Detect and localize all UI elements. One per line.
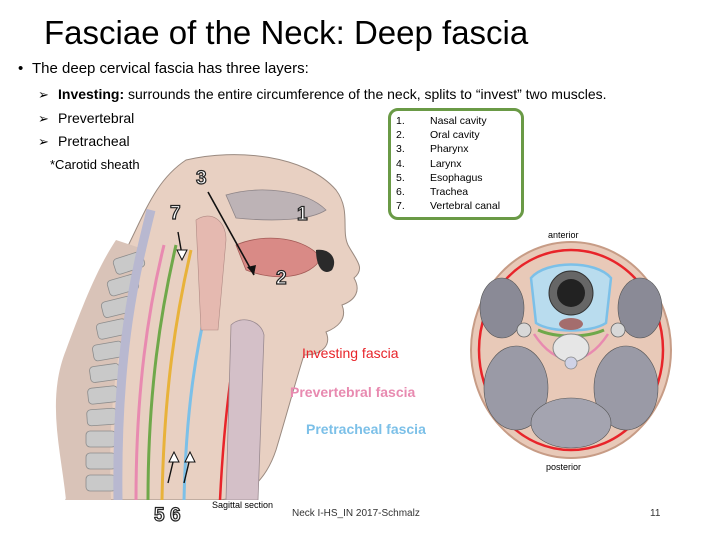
legend-item: 5.Esophagus	[396, 171, 500, 185]
bullet-dot-icon: •	[18, 60, 32, 77]
legend-item: 2.Oral cavity	[396, 128, 500, 142]
legend-item: 1.Nasal cavity	[396, 114, 500, 128]
sagittal-caption: Sagittal section	[212, 500, 273, 510]
arrow-bullet-icon: ➢	[38, 134, 58, 150]
cross-section-illustration	[466, 238, 676, 462]
marker-5: 5	[154, 505, 165, 527]
sagittal-section-illustration	[36, 150, 366, 500]
sub-item-text: Pretracheal	[58, 133, 130, 149]
footer-source: Neck I-HS_IN 2017-Schmalz	[292, 508, 420, 519]
legend-item: 7.Vertebral canal	[396, 199, 500, 213]
prevertebral-fascia-label: Prevertebral fascia	[290, 384, 415, 400]
sub-item-bold: Investing:	[58, 86, 124, 102]
posterior-label: posterior	[546, 462, 581, 472]
anterior-label: anterior	[548, 230, 579, 240]
page-number: 11	[650, 508, 660, 519]
marker-1: 1	[297, 204, 308, 226]
arrow-bullet-icon: ➢	[38, 111, 58, 127]
legend-item: 4.Larynx	[396, 157, 500, 171]
legend-item: 6.Trachea	[396, 185, 500, 199]
sub-item-text: Prevertebral	[58, 110, 134, 126]
pretracheal-fascia-label: Pretracheal fascia	[306, 421, 426, 437]
sub-item-text: surrounds the entire circumference of th…	[124, 86, 606, 102]
slide-title: Fasciae of the Neck: Deep fascia	[44, 14, 528, 52]
marker-3: 3	[196, 168, 207, 190]
legend-item: 3.Pharynx	[396, 142, 500, 156]
sub-item-pretracheal: ➢Pretracheal	[38, 133, 130, 150]
marker-6: 6	[170, 505, 181, 527]
sub-item-investing: ➢Investing: surrounds the entire circumf…	[38, 86, 607, 103]
sub-item-prevertebral: ➢Prevertebral	[38, 110, 134, 127]
investing-fascia-label: Investing fascia	[302, 345, 399, 361]
bullet-text: The deep cervical fascia has three layer…	[32, 60, 309, 77]
main-bullet: •The deep cervical fascia has three laye…	[18, 60, 309, 77]
marker-7: 7	[170, 203, 181, 225]
legend-list: 1.Nasal cavity 2.Oral cavity 3.Pharynx 4…	[396, 114, 500, 213]
marker-2: 2	[276, 268, 287, 290]
arrow-bullet-icon: ➢	[38, 87, 58, 103]
